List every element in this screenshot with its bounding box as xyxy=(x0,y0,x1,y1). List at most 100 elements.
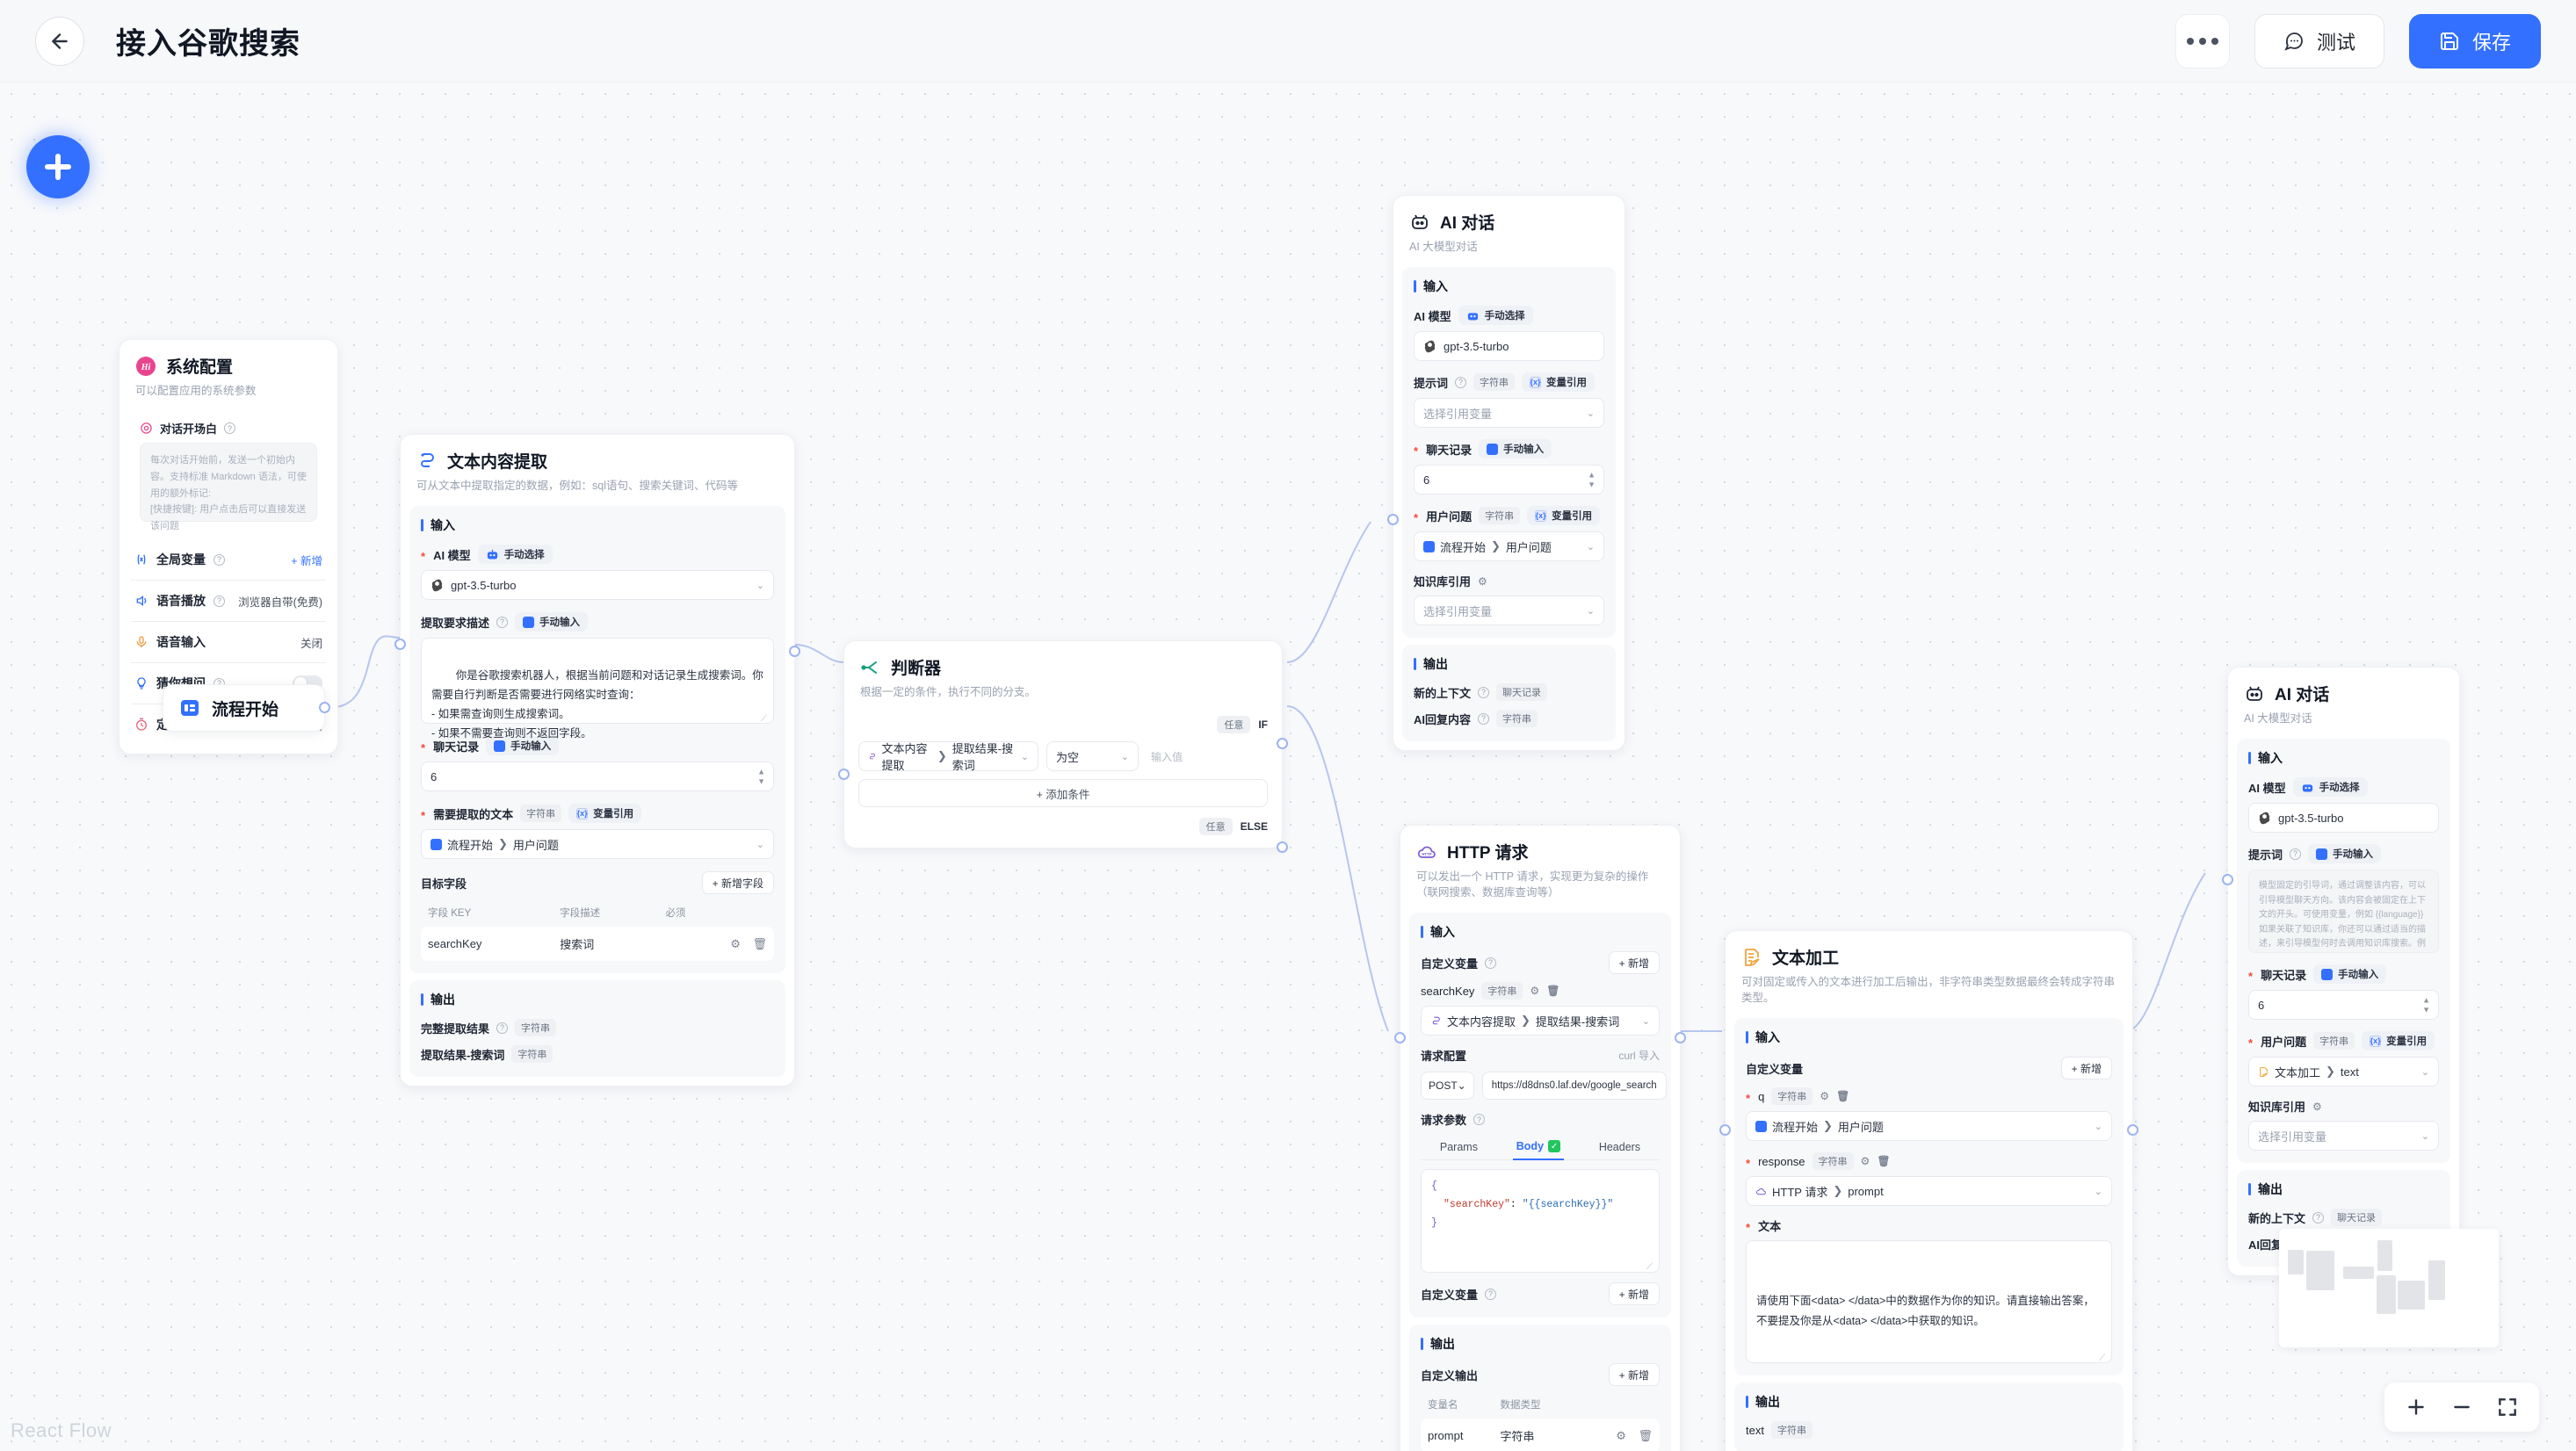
flow-canvas[interactable]: Hi 系统配置 可以配置应用的系统参数 对话开场白 ? 每次对话开始前，发送一个… xyxy=(0,83,2576,1451)
gear-icon[interactable]: ⚙ xyxy=(1478,574,1487,588)
stepper-icons[interactable]: ▲▼ xyxy=(1588,471,1596,488)
gear-icon[interactable]: ⚙ xyxy=(1860,1155,1870,1168)
variable-ref-chip[interactable]: {x} 变量引用 xyxy=(1527,506,1601,526)
manual-select-chip[interactable]: 手动选择 xyxy=(1458,306,1533,326)
help-icon[interactable]: ? xyxy=(2290,848,2302,860)
if-any-tag[interactable]: 任意 xyxy=(1217,716,1251,734)
output-handle[interactable] xyxy=(1675,1032,1686,1043)
node-ai-chat-top[interactable]: AI 对话 AI 大模型对话 输入 AI 模型 手动选择 gpt-3.5-tur… xyxy=(1387,195,1625,752)
curl-import-link[interactable]: curl 导入 xyxy=(1618,1050,1660,1063)
node-text-extract[interactable]: 文本内容提取 可从文本中提取指定的数据，例如：sql语句、搜索关键词、代码等 输… xyxy=(394,434,800,1087)
input-handle[interactable] xyxy=(1394,1032,1406,1043)
help-icon[interactable]: ? xyxy=(213,553,225,566)
prompt-textarea[interactable]: 你是谷歌搜索机器人，根据当前问题和对话记录生成搜索词。你需要自行判断是否需要进行… xyxy=(421,638,774,740)
trash-icon[interactable]: 🗑 xyxy=(1877,1155,1891,1168)
manual-select-chip[interactable]: 手动选择 xyxy=(477,545,553,565)
table-row[interactable]: searchKey 搜索词 ⚙ 🗑 xyxy=(421,927,774,962)
tab-params[interactable]: Params xyxy=(1439,1140,1478,1153)
gear-icon[interactable]: ⚙ xyxy=(1820,1090,1830,1103)
tab-body[interactable]: Body ✓ xyxy=(1512,1134,1565,1161)
gear-icon[interactable]: ⚙ xyxy=(1530,985,1540,998)
body-editor[interactable]: { "searchKey": "{{searchKey}}" } ⟋ xyxy=(1421,1169,1660,1274)
welcome-textarea[interactable]: 每次对话开始前，发送一个初始内容。支持标准 Markdown 语法，可使用的额外… xyxy=(140,443,317,531)
manual-input-chip[interactable]: 手动输入 xyxy=(515,612,589,632)
else-output-handle[interactable] xyxy=(1277,841,1288,853)
node-ai-chat-right[interactable]: AI 对话 AI 大模型对话 输入 AI 模型 手动选择 gpt-3.5-tur… xyxy=(2222,667,2460,1277)
history-number-input[interactable]: 6 ▲▼ xyxy=(1414,465,1604,495)
ai-model-select[interactable]: gpt-3.5-turbo ⌄ xyxy=(421,570,774,601)
help-icon[interactable]: ? xyxy=(496,616,509,628)
manual-select-chip[interactable]: 手动选择 xyxy=(2292,777,2368,798)
zoom-out-button[interactable] xyxy=(2439,1387,2485,1427)
stepper-icons[interactable]: ▲▼ xyxy=(757,768,765,785)
help-icon[interactable]: ? xyxy=(1478,712,1490,725)
ai-model-select[interactable]: gpt-3.5-turbo xyxy=(2248,803,2439,834)
voice-play-value[interactable]: 浏览器自带(免费) xyxy=(238,596,322,609)
method-select[interactable]: POST ⌄ xyxy=(1421,1072,1474,1101)
add-condition-button[interactable]: + 添加条件 xyxy=(858,779,1268,808)
manual-input-chip[interactable]: 手动输入 xyxy=(486,736,560,756)
input-handle[interactable] xyxy=(838,769,850,780)
help-icon[interactable]: ? xyxy=(1485,1288,1497,1300)
help-icon[interactable]: ? xyxy=(224,422,236,435)
row-voice-play[interactable]: 语音播放 ? 浏览器自带(免费) xyxy=(131,581,326,621)
node-http-request[interactable]: HTTP HTTP 请求 可以发出一个 HTTP 请求，实现更为复杂的操作（联网… xyxy=(1394,825,1686,1451)
if-output-handle[interactable] xyxy=(1277,738,1288,749)
manual-input-chip[interactable]: 手动输入 xyxy=(2308,844,2382,864)
input-handle[interactable] xyxy=(394,639,406,650)
add-custom-output-button[interactable]: + 新增 xyxy=(1608,1363,1660,1387)
variable-ref-chip[interactable]: {x} 变量引用 xyxy=(568,804,642,824)
minimap[interactable] xyxy=(2279,1229,2499,1347)
variable-ref-chip[interactable]: {x} 变量引用 xyxy=(2362,1031,2435,1051)
searchkey-variable-select[interactable]: 文本内容提取 ❯ 提取结果-搜索词 ⌄ xyxy=(1421,1006,1660,1036)
trash-icon[interactable]: 🗑 xyxy=(1546,985,1560,998)
tab-headers[interactable]: Headers xyxy=(1598,1140,1641,1153)
target-text-select[interactable]: 流程开始 ❯ 用户问题 ⌄ xyxy=(421,829,774,860)
trash-icon[interactable]: 🗑 xyxy=(752,936,767,950)
history-number-input[interactable]: 6 ▲▼ xyxy=(2248,990,2439,1021)
manual-input-chip[interactable]: 手动输入 xyxy=(1479,439,1552,459)
zoom-in-button[interactable] xyxy=(2393,1387,2439,1427)
node-condition[interactable]: 判断器 根据一定的条件，执行不同的分支。 任意 IF 文本内容提取 ❯ 提取结果… xyxy=(838,640,1288,853)
test-button[interactable]: 测试 xyxy=(2254,13,2384,69)
help-icon[interactable]: ? xyxy=(1473,1114,1486,1126)
variable-ref-chip[interactable]: {x} 变量引用 xyxy=(1522,372,1596,393)
else-any-tag[interactable]: 任意 xyxy=(1198,818,1233,836)
resize-handle-icon[interactable]: ⟋ xyxy=(761,714,767,725)
resize-handle-icon[interactable]: ⟋ xyxy=(2099,1354,2105,1364)
kb-variable-select[interactable]: 选择引用变量 ⌄ xyxy=(1414,596,1604,626)
trash-icon[interactable]: 🗑 xyxy=(1836,1090,1850,1103)
add-custom-var-button[interactable]: + 新增 xyxy=(1608,951,1660,975)
back-button[interactable] xyxy=(35,16,84,66)
text-textarea[interactable]: 请使用下面<data> </data>中的数据作为你的知识。请直接输出答案，不要… xyxy=(1746,1240,2112,1364)
question-variable-select[interactable]: 流程开始 ❯ 用户问题 ⌄ xyxy=(1414,531,1604,562)
more-options-button[interactable] xyxy=(2174,13,2230,69)
table-row[interactable]: prompt 字符串 ⚙ 🗑 xyxy=(1421,1419,1660,1451)
prompt-textarea[interactable]: 模型固定的引导词，通过调整该内容，可以引导模型聊天方向。该内容会被固定在上下文的… xyxy=(2248,870,2439,954)
help-icon[interactable]: ? xyxy=(2312,1211,2325,1224)
input-handle[interactable] xyxy=(2222,874,2233,885)
prompt-variable-select[interactable]: 选择引用变量 ⌄ xyxy=(1414,398,1604,429)
save-button[interactable]: 保存 xyxy=(2408,13,2541,69)
condition-variable-select[interactable]: 文本内容提取 ❯ 提取结果-搜索词 ⌄ xyxy=(858,741,1038,772)
gear-icon[interactable]: ⚙ xyxy=(730,936,741,950)
add-node-button[interactable] xyxy=(26,135,90,199)
question-variable-select[interactable]: 文本加工 ❯ text ⌄ xyxy=(2248,1057,2439,1087)
manual-input-chip[interactable]: 手动输入 xyxy=(2313,964,2387,985)
q-variable-select[interactable]: 流程开始 ❯ 用户问题 ⌄ xyxy=(1746,1111,2112,1142)
help-icon[interactable]: ? xyxy=(213,595,225,607)
voice-input-value[interactable]: 关闭 xyxy=(300,637,322,650)
condition-value-input[interactable]: 输入值 xyxy=(1151,750,1183,763)
output-handle[interactable] xyxy=(319,702,330,713)
ai-model-select[interactable]: gpt-3.5-turbo xyxy=(1414,331,1604,362)
node-flow-start[interactable]: 流程开始 xyxy=(163,684,330,732)
history-number-input[interactable]: 6 ▲▼ xyxy=(421,762,774,792)
help-icon[interactable]: ? xyxy=(1485,957,1497,969)
input-handle[interactable] xyxy=(1387,514,1399,525)
stepper-icons[interactable]: ▲▼ xyxy=(2422,996,2430,1014)
help-icon[interactable]: ? xyxy=(1478,686,1490,698)
gear-icon[interactable]: ⚙ xyxy=(2312,1100,2322,1113)
add-field-button[interactable]: + 新增字段 xyxy=(701,871,774,895)
help-icon[interactable]: ? xyxy=(1455,376,1467,388)
add-custom-var-button[interactable]: + 新增 xyxy=(2060,1057,2112,1080)
